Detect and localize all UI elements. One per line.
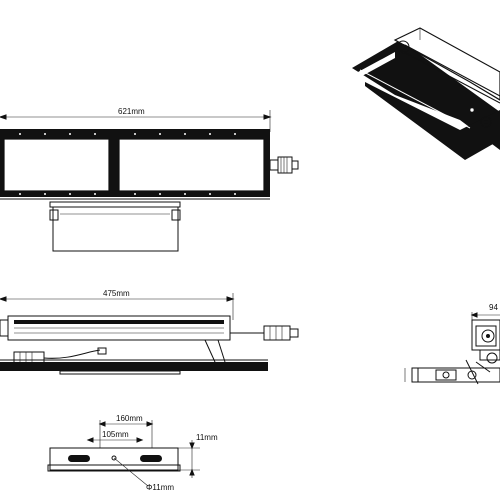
end-view: 94 <box>404 303 500 385</box>
side-connector <box>230 325 299 341</box>
top-dim-arrow-left <box>0 114 7 120</box>
top-view: 621mm <box>0 107 299 252</box>
top-panel-right <box>118 138 265 192</box>
bracket-slot-right <box>140 455 162 462</box>
iso-base <box>352 40 500 150</box>
bracket-height-label: 11mm <box>196 433 218 442</box>
top-bracket <box>0 198 270 252</box>
top-width-label: 621mm <box>118 107 145 116</box>
bracket-detail: 160mm 105mm Φ11mm 11mm <box>47 414 218 492</box>
side-endcap-left <box>0 319 9 337</box>
side-base-plate <box>0 362 268 371</box>
bracket-center-hole <box>111 455 117 461</box>
side-base-foot <box>59 370 181 375</box>
bracket-slot-left <box>68 455 90 462</box>
isometric-view <box>352 27 500 160</box>
top-connector <box>269 156 299 174</box>
bracket-plate <box>49 447 179 471</box>
hole-diameter-label: Φ11mm <box>146 483 174 492</box>
side-dim-arrow-right <box>226 296 235 302</box>
side-lens-strip <box>14 320 224 324</box>
iso-pivot <box>396 40 410 54</box>
side-width-label: 475mm <box>103 289 130 298</box>
bracket-outer-label: 160mm <box>116 414 143 423</box>
top-screws <box>19 133 236 195</box>
side-dim-arrow-left <box>0 296 7 302</box>
top-dim-arrow-right <box>263 114 272 120</box>
end-depth-label: 94 <box>489 303 498 312</box>
side-view: 475mm <box>0 289 299 375</box>
top-panel-left <box>3 138 110 192</box>
bracket-inner-label: 105mm <box>102 430 129 439</box>
